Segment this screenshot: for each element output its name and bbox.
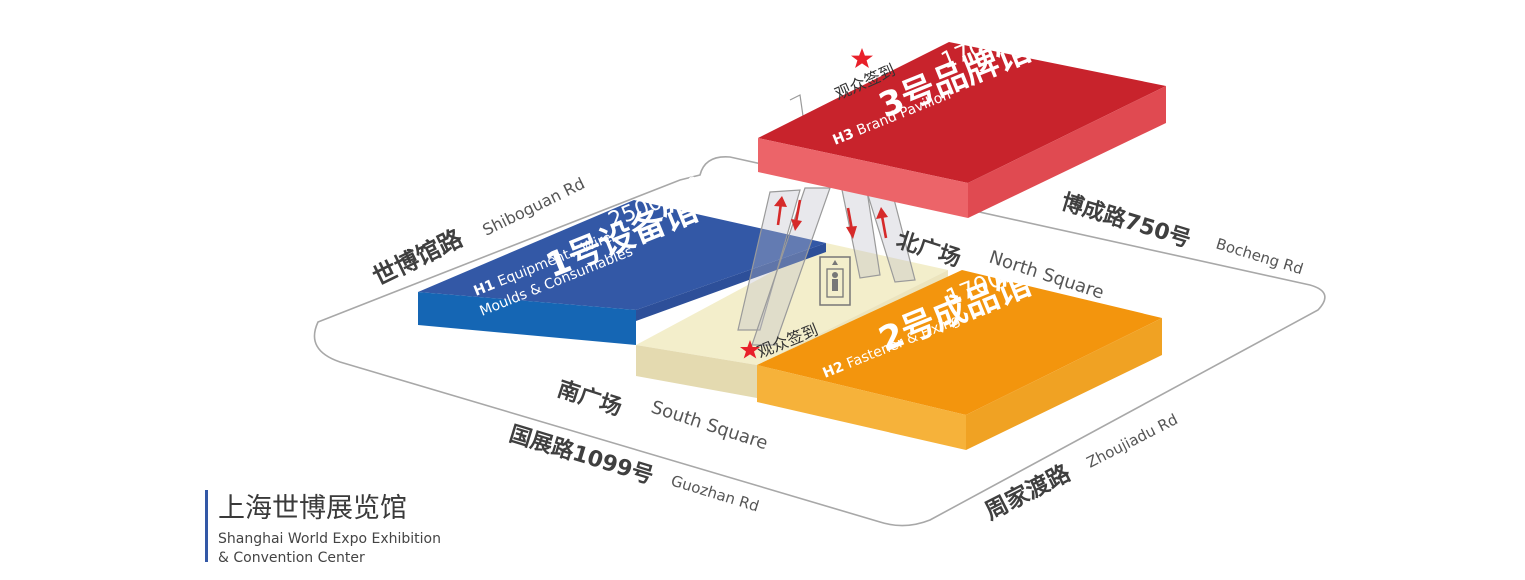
hall-3-side [758,138,968,218]
south-square-en: South Square [648,397,770,454]
road-bocheng-cn: 博成路750号 [1058,189,1194,253]
elevator-icon [819,256,851,306]
venue-name: 上海世博展览馆 [218,493,407,524]
hall-2 [757,270,1162,450]
south-square-cn: 南广场 [554,376,625,421]
hall-2-side [757,365,966,450]
road-loop [313,156,1326,527]
hall-1 [418,200,826,345]
hall-2-top [757,270,1162,415]
venue-subtitle-2: & Convention Center [218,550,365,566]
road-bocheng-en: Bocheng Rd [1214,235,1306,279]
road-zhoujiadu-cn: 周家渡路 [980,459,1075,525]
venue-subtitle-1: Shanghai World Expo Exhibition [218,531,441,547]
red-arrow-icon [774,196,888,239]
walkways [737,175,916,346]
road-guozhan-cn: 国展路1099号 [506,421,656,489]
hall-3 [758,42,1166,218]
road-zhoujiadu-en: Zhoujiadu Rd [1084,410,1181,471]
hall-1-top [418,200,826,310]
star-icon [740,340,760,359]
venue-accent-bar [205,490,208,562]
road-guozhan-en: Guozhan Rd [669,472,761,516]
star-icon [851,48,873,68]
hall-3-top [758,42,1166,183]
hall-1-side [418,292,636,345]
